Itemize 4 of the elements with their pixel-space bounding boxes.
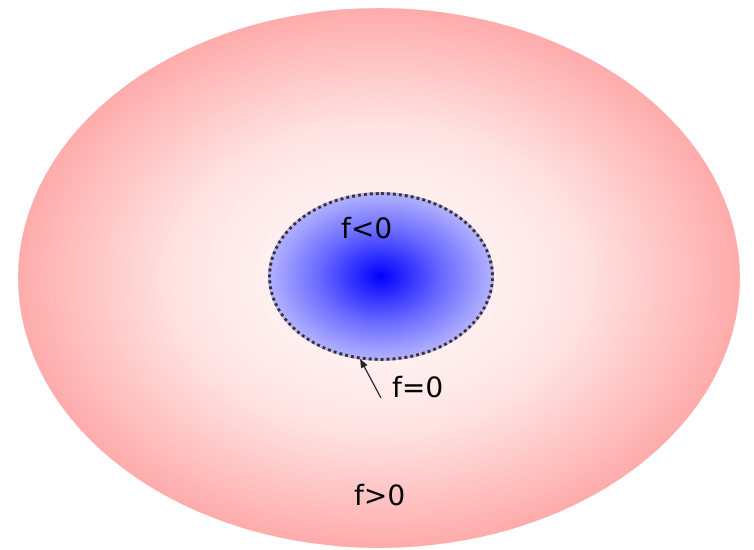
- region-label: f>0: [354, 482, 406, 510]
- region-label: f<0: [341, 215, 392, 243]
- boundary-label: f=0: [392, 374, 444, 402]
- leader-arrow: [360, 358, 382, 398]
